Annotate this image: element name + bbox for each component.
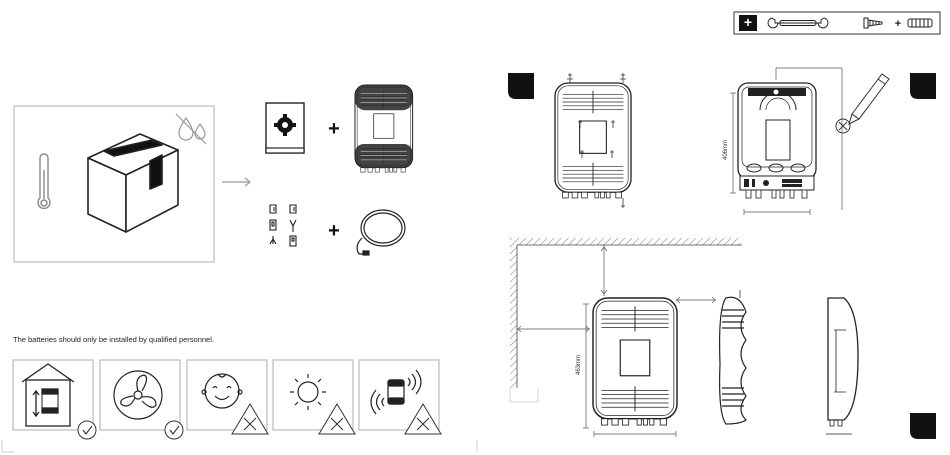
toolbar-joiner: + <box>895 18 901 30</box>
condition-box-indoor <box>13 360 96 439</box>
condition-box-ventilation <box>100 360 183 439</box>
cable-icon <box>357 210 405 255</box>
rear-height-dimension: 406mm <box>723 140 729 160</box>
inverter-side-section-view <box>720 290 746 424</box>
plus-sign-1: + <box>328 118 340 140</box>
condition-box-children <box>187 360 268 434</box>
inverter-side-view <box>826 298 858 434</box>
manual-book-icon <box>266 103 304 153</box>
mounting-accessories-icon <box>270 205 296 246</box>
qualified-personnel-warning: The batteries should only be installed b… <box>13 335 214 344</box>
condition-box-sunlight <box>273 360 355 434</box>
flow-arrow <box>222 178 250 186</box>
inverter-unit-image <box>355 85 413 172</box>
inverter-clearance-front-view <box>593 298 677 425</box>
step-marker-2 <box>910 73 936 99</box>
front-height-dimension: 463mm <box>576 355 582 375</box>
toolbar-plus-symbol: + <box>744 14 752 30</box>
step-marker-1 <box>508 73 534 99</box>
storage-panel <box>14 106 214 262</box>
condition-box-vibration <box>359 360 441 434</box>
tool-requirements-bar: + + <box>734 12 940 34</box>
plus-sign-2: + <box>328 220 340 242</box>
inverter-rear-view <box>738 83 816 198</box>
step-marker-3 <box>910 413 936 439</box>
wall-plug-icon <box>908 19 932 27</box>
inverter-front-view <box>555 83 631 198</box>
pencil-marking-icon <box>836 74 889 133</box>
page-corner-marks <box>2 440 477 452</box>
